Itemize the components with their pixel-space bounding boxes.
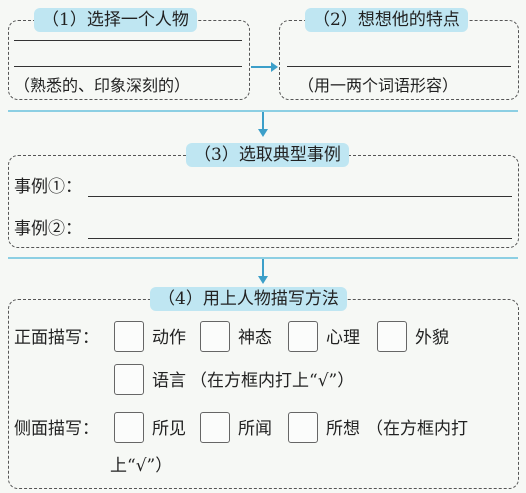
side-note-line1: （在方框内打	[366, 419, 468, 439]
option-heard: 所闻	[238, 419, 272, 439]
step2-answer-line[interactable]	[287, 66, 511, 67]
step3-title: （3）选取典型事例	[186, 143, 349, 167]
option-seen: 所见	[152, 419, 186, 439]
step1-title: （1）选择一个人物	[34, 8, 197, 32]
option-expression: 神态	[238, 328, 272, 348]
option-language: 语言	[152, 371, 186, 391]
checkbox-thought[interactable]	[288, 412, 318, 443]
example1-line[interactable]	[88, 196, 512, 197]
option-thought: 所想	[326, 419, 360, 439]
checkbox-action[interactable]	[114, 321, 144, 352]
option-action: 动作	[152, 328, 186, 348]
checkbox-language[interactable]	[114, 364, 144, 395]
example1-label: 事例①：	[14, 177, 82, 197]
front-label: 正面描写：	[14, 328, 99, 348]
front-note: （在方框内打上“√”）	[190, 371, 355, 391]
side-label: 侧面描写：	[14, 419, 99, 439]
checkbox-expression[interactable]	[200, 321, 230, 352]
arrow-right-icon	[251, 58, 279, 77]
example2-line[interactable]	[88, 238, 512, 239]
option-appearance: 外貌	[415, 328, 449, 348]
checkbox-heard[interactable]	[200, 412, 230, 443]
checkbox-psychology[interactable]	[288, 321, 318, 352]
arrow-down-icon	[257, 259, 269, 289]
step1-answer-line[interactable]	[14, 40, 242, 41]
option-psychology: 心理	[326, 328, 360, 348]
step3-box	[8, 155, 519, 248]
checkbox-appearance[interactable]	[377, 321, 407, 352]
checkbox-seen[interactable]	[114, 412, 144, 443]
example2-label: 事例②：	[14, 219, 82, 239]
step1-hint: （熟悉的、印象深刻的）	[14, 76, 191, 95]
step2-title: （2）想想他的特点	[305, 8, 468, 32]
step2-hint: （用一两个词语形容）	[298, 76, 459, 95]
divider-2	[8, 257, 518, 259]
step1-answer-line-2	[14, 66, 242, 67]
divider-1	[8, 110, 518, 112]
step4-title: （4）用上人物描写方法	[150, 287, 347, 311]
arrow-down-icon	[257, 112, 269, 142]
side-note-line2: 上“√”）	[110, 456, 173, 476]
